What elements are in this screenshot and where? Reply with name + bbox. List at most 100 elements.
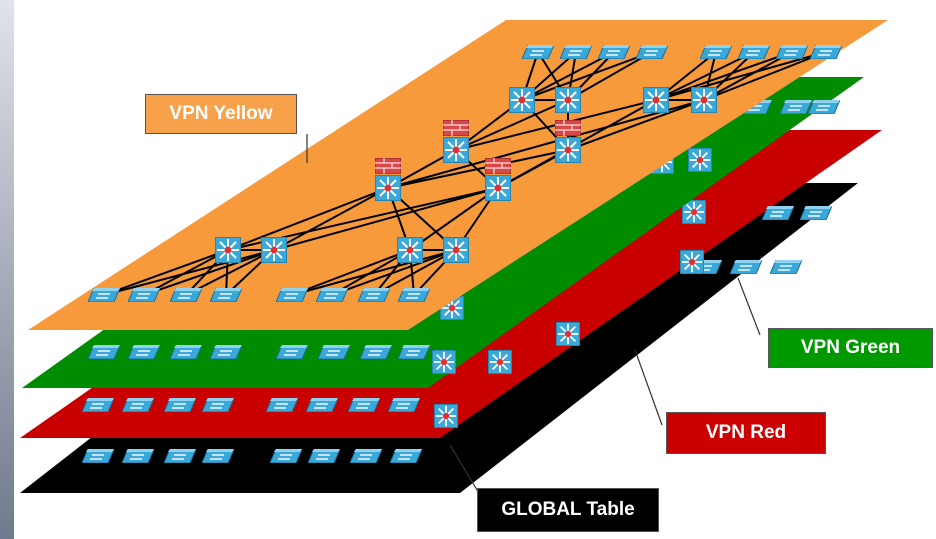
vpn-red-label: VPN Red [666, 412, 826, 454]
layer-yellow [28, 20, 888, 330]
switch-icon [730, 260, 762, 274]
network-link [567, 99, 705, 151]
switch-icon [388, 398, 420, 412]
switch-icon [358, 288, 390, 302]
switch-icon [398, 288, 430, 302]
layer3-switch-icon [643, 87, 669, 113]
network-link [273, 187, 389, 251]
switch-icon [318, 345, 350, 359]
switch-icon [270, 449, 302, 463]
switch-icon [210, 288, 242, 302]
global-table-label: GLOBAL Table [477, 488, 659, 532]
switch-icon [202, 398, 234, 412]
switch-icon [810, 45, 842, 59]
network-link [655, 51, 793, 101]
switch-icon [276, 345, 308, 359]
layer3-switch-icon [488, 350, 512, 374]
switch-icon [350, 449, 382, 463]
network-link [185, 249, 275, 296]
switch-icon [800, 206, 832, 220]
layer3-switch-icon [680, 250, 704, 274]
network-link [703, 51, 793, 101]
switch-icon [210, 345, 242, 359]
layer3-switch-icon [509, 87, 535, 113]
switch-icon [398, 345, 430, 359]
switch-icon [808, 100, 840, 114]
switch-icon [164, 398, 196, 412]
switch-icon [164, 449, 196, 463]
layer3-switch-icon [261, 237, 287, 263]
network-link [143, 249, 275, 296]
network-link [373, 249, 457, 296]
switch-icon [122, 449, 154, 463]
network-link [387, 99, 705, 189]
layer3-switch-icon [691, 87, 717, 113]
network-link [655, 51, 827, 101]
switch-icon [522, 45, 554, 59]
network-link [291, 249, 411, 296]
switch-icon [360, 345, 392, 359]
switch-icon [308, 449, 340, 463]
switch-icon [636, 45, 668, 59]
switch-icon [122, 398, 154, 412]
vpn-yellow-label: VPN Yellow [145, 94, 297, 134]
firewall-icon [443, 120, 469, 136]
switch-icon [202, 449, 234, 463]
switch-icon [276, 288, 308, 302]
layer3-switch-icon [555, 137, 581, 163]
switch-icon [170, 345, 202, 359]
switch-icon [306, 398, 338, 412]
left-gradient-bar [0, 0, 14, 539]
switch-icon [170, 288, 202, 302]
layer3-switch-icon [555, 87, 581, 113]
layer3-switch-icon [434, 404, 458, 428]
switch-icon [762, 206, 794, 220]
switch-icon [780, 100, 812, 114]
switch-icon [738, 45, 770, 59]
switch-icon [348, 398, 380, 412]
network-link [273, 187, 499, 251]
network-link [291, 249, 457, 296]
network-link [703, 51, 827, 101]
switch-icon [598, 45, 630, 59]
network-link [409, 187, 499, 251]
network-link [455, 99, 569, 151]
layer3-switch-icon [443, 237, 469, 263]
network-link [521, 51, 653, 101]
network-link [567, 51, 653, 101]
network-link [227, 187, 389, 251]
layer3-switch-icon [688, 148, 712, 172]
vpn-green-label: VPN Green [768, 328, 933, 368]
switch-icon [560, 45, 592, 59]
firewall-icon [555, 120, 581, 136]
leader-red [634, 349, 663, 426]
network-link [521, 51, 615, 101]
leader-green [737, 277, 761, 336]
layer3-switch-icon [443, 137, 469, 163]
switch-icon [316, 288, 348, 302]
switch-icon [390, 449, 422, 463]
network-link [103, 249, 275, 296]
switch-icon [266, 398, 298, 412]
layer3-switch-icon [556, 322, 580, 346]
layer3-switch-icon [485, 175, 511, 201]
network-link [331, 249, 457, 296]
network-link [655, 51, 755, 101]
layer3-switch-icon [397, 237, 423, 263]
firewall-icon [485, 158, 511, 174]
switch-icon [88, 288, 120, 302]
switch-icon [776, 45, 808, 59]
network-link [103, 249, 229, 296]
switch-icon [128, 345, 160, 359]
switch-icon [128, 288, 160, 302]
layer3-switch-icon [432, 350, 456, 374]
layer3-switch-icon [375, 175, 401, 201]
switch-icon [82, 398, 114, 412]
switch-icon [700, 45, 732, 59]
layer3-switch-icon [215, 237, 241, 263]
switch-icon [82, 449, 114, 463]
switch-icon [770, 260, 802, 274]
switch-icon [88, 345, 120, 359]
firewall-icon [375, 158, 401, 174]
